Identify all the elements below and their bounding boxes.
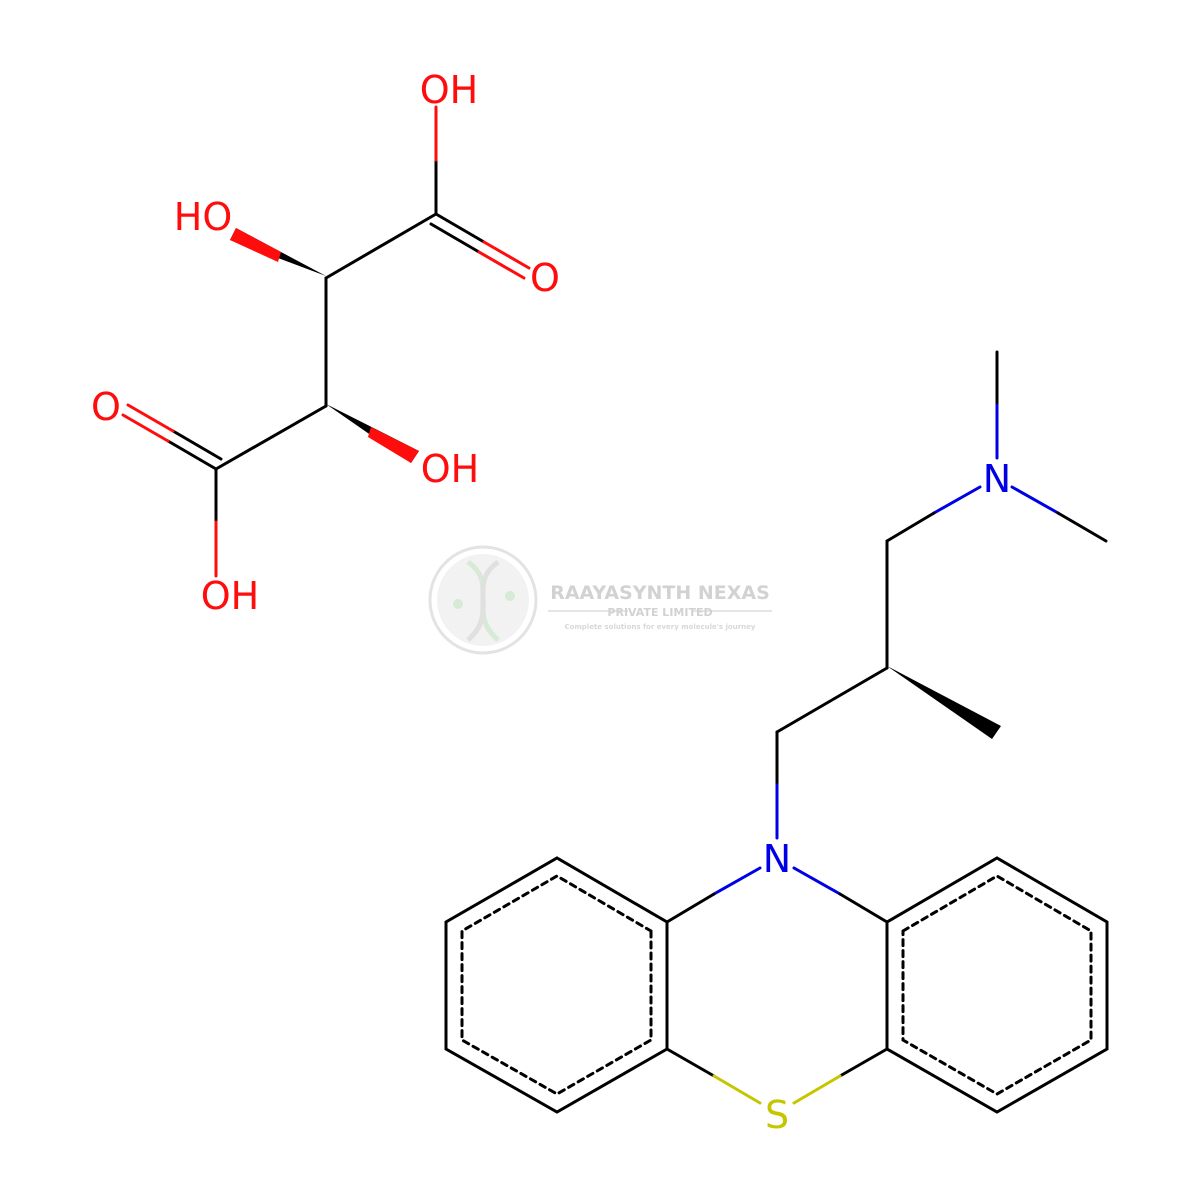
bond-c1-c3 <box>324 212 438 280</box>
tartaric-acid-bonds <box>121 105 531 578</box>
left-benzene-ring <box>444 856 669 1114</box>
right-benzene-ring <box>885 856 1109 1114</box>
watermark-subtitle: PRIVATE LIMITED <box>607 606 712 619</box>
atom-o-carbonyl-right: O <box>530 256 560 300</box>
watermark-logo <box>428 545 538 655</box>
watermark: RAAYASYNTH NEXAS PRIVATE LIMITED Complet… <box>428 545 772 655</box>
atom-n-amine: N <box>983 457 1011 501</box>
atom-ho-left: HO <box>174 195 232 239</box>
atom-n-ring: N <box>763 837 791 881</box>
bond-ch-ch2b <box>775 666 889 734</box>
wedge-ch-methyl <box>887 666 1001 739</box>
watermark-company: RAAYASYNTH NEXAS <box>550 582 770 604</box>
atom-oh-bottom: OH <box>201 574 259 618</box>
bond-c2-c4 <box>214 404 328 471</box>
bond-n-ch2 <box>932 485 982 515</box>
atom-oh-mid: OH <box>421 447 479 491</box>
atom-oh-top: OH <box>420 68 478 112</box>
atom-o-carbonyl-left: O <box>91 385 121 429</box>
watermark-tagline: Complete solutions for every molecule's … <box>565 623 756 631</box>
atom-s-ring: S <box>765 1093 789 1137</box>
bond-nring-right <box>792 866 842 896</box>
bond-n-me-right <box>1010 485 1060 515</box>
right-benzene-aromatic <box>901 874 1093 1096</box>
bond-c4-o-double <box>166 439 218 471</box>
bond-nring-left <box>712 866 762 896</box>
bond-c3-o-double <box>434 212 486 244</box>
phenothiazine-bonds <box>444 350 1109 1114</box>
bond-s-right <box>838 1047 889 1078</box>
left-benzene-aromatic <box>460 874 653 1096</box>
bond-s-left <box>665 1047 716 1078</box>
